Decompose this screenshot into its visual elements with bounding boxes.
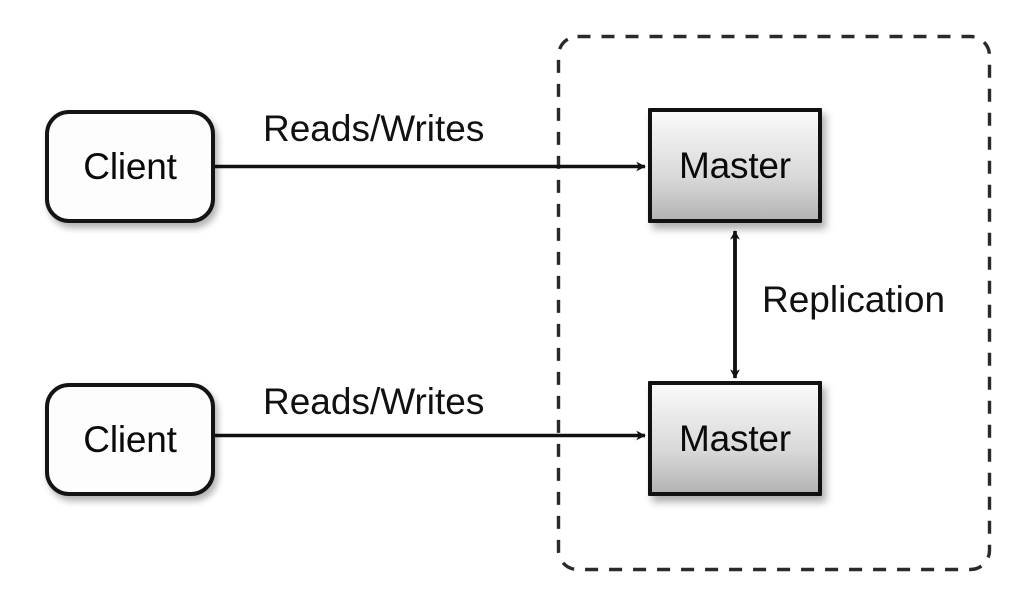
node-client-top[interactable]: Client <box>45 110 215 223</box>
cluster-boundary <box>556 34 992 572</box>
edge-label-reads-writes-top: Reads/Writes <box>263 108 485 149</box>
edge-label-reads-writes-bottom: Reads/Writes <box>263 381 485 422</box>
node-label: Master <box>679 145 791 186</box>
node-label: Client <box>83 146 177 187</box>
node-label: Master <box>679 418 791 459</box>
edge-label-replication: Replication <box>762 279 946 320</box>
node-master-bottom[interactable]: Master <box>648 381 822 496</box>
node-label: Client <box>83 419 177 460</box>
node-client-bottom[interactable]: Client <box>45 383 215 496</box>
node-master-top[interactable]: Master <box>648 108 822 223</box>
